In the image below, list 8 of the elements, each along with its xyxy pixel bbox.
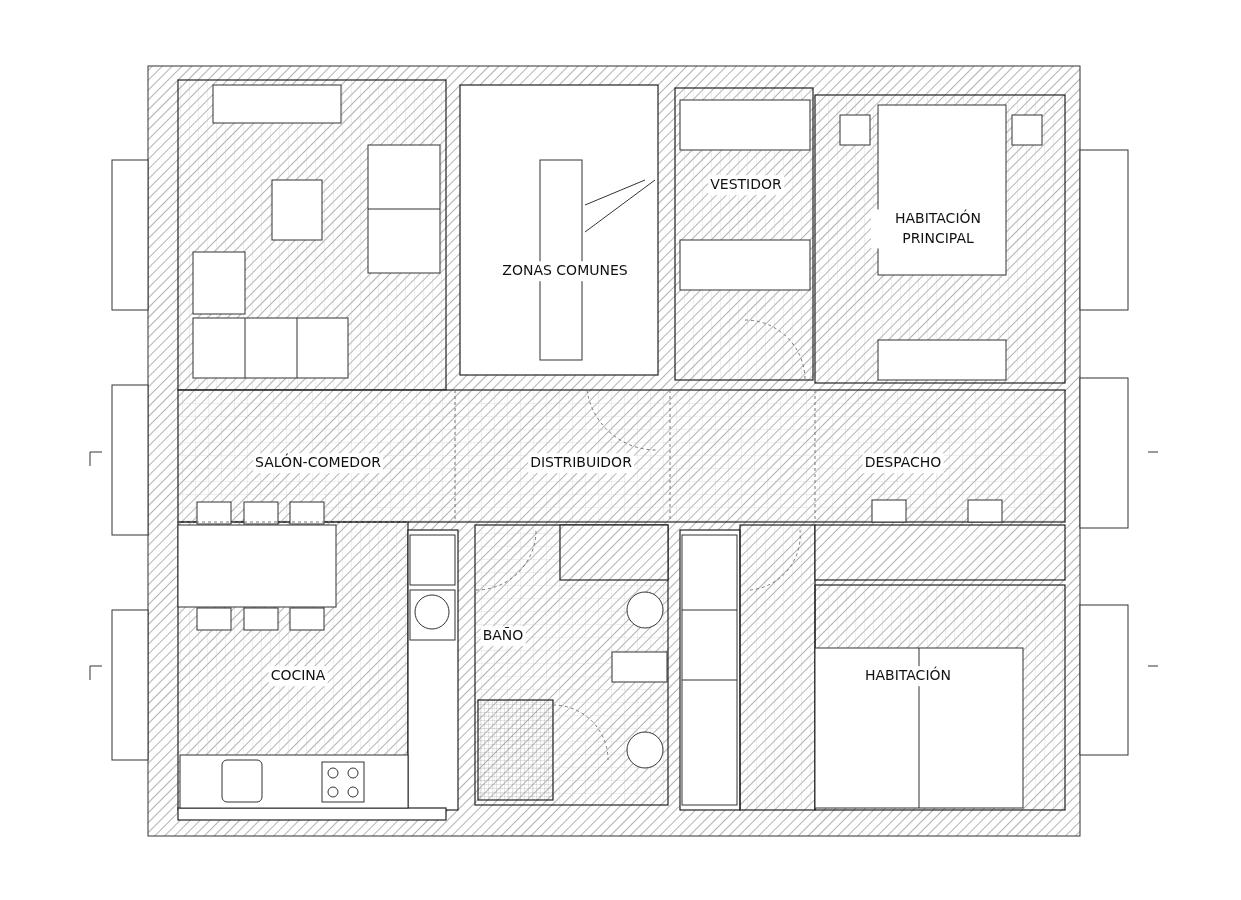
- room-label: DISTRIBUIDOR: [528, 453, 634, 473]
- room-label: SALÓN-COMEDOR: [253, 453, 383, 473]
- room-label: VESTIDOR: [708, 175, 784, 195]
- room-label: DESPACHO: [862, 453, 944, 473]
- room-label: BAÑO: [480, 626, 526, 646]
- room-label: HABITACIÓN: [863, 666, 953, 686]
- room-label: ZONAS COMUNES: [500, 261, 630, 281]
- room-label: COCINA: [268, 666, 328, 686]
